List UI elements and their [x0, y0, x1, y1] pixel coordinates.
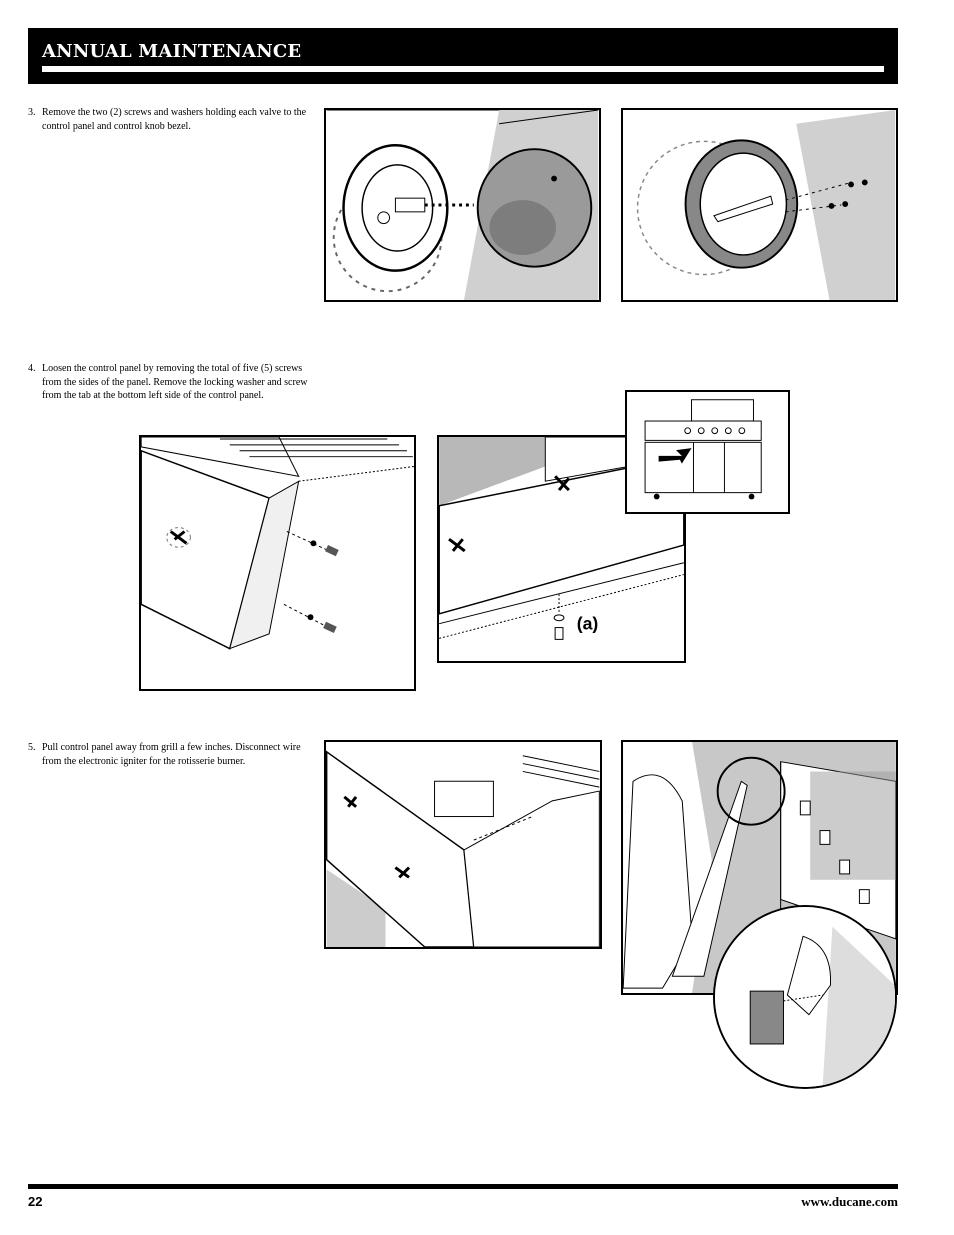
step-number: 3.: [28, 107, 36, 118]
step-5: 5. Pull control panel away from grill a …: [28, 741, 308, 768]
website-link[interactable]: www.ducane.com: [801, 1194, 898, 1209]
figure-knob-removal: [324, 108, 601, 302]
figure-bezel-removal: [621, 108, 898, 302]
step-text: Remove the two (2) screws and washers ho…: [42, 107, 307, 132]
figure-side-screws: [139, 435, 416, 691]
step-number: 5.: [28, 742, 36, 753]
step-text: Pull control panel away from grill a few…: [42, 742, 301, 767]
callout-label-a: (a): [577, 614, 599, 634]
figure-igniter-detail: [713, 905, 897, 1089]
step-4: 4. Loosen the control panel by removing …: [28, 362, 308, 403]
section-title: ANNUAL MAINTENANCE: [42, 41, 302, 62]
section-header: ANNUAL MAINTENANCE: [28, 28, 898, 84]
step-text: Loosen the control panel by removing the…: [42, 363, 308, 401]
figure-grill-overview: [625, 390, 790, 514]
header-rule: [42, 66, 884, 72]
step-number: 4.: [28, 363, 36, 374]
step-3: 3. Remove the two (2) screws and washers…: [28, 106, 308, 133]
figure-pull-panel: [324, 740, 602, 949]
footer-rule: [28, 1184, 898, 1189]
page-number: 22: [28, 1194, 43, 1209]
